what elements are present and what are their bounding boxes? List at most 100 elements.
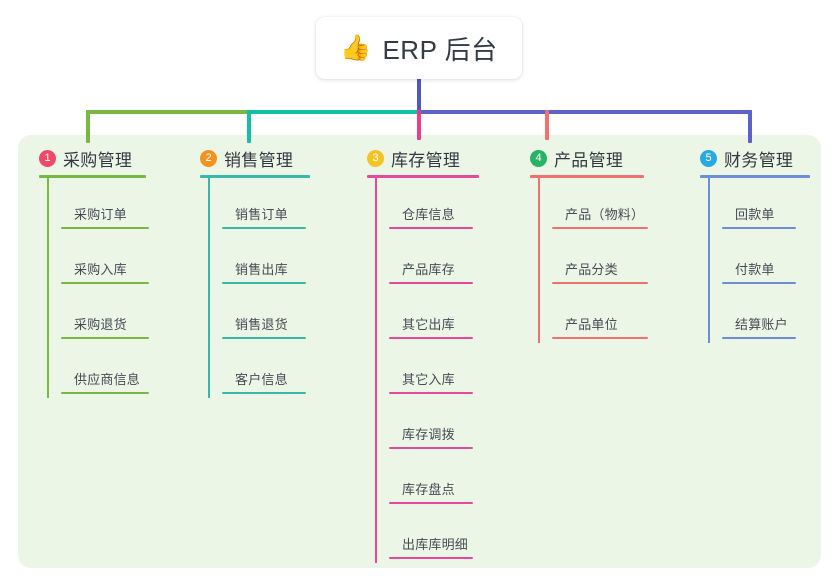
branch-item-label: 产品库存	[402, 262, 455, 277]
branch-item[interactable]: 采购订单	[61, 178, 149, 233]
branch-underline	[367, 175, 479, 178]
branch-trunk-line	[208, 178, 210, 398]
branch-item-underline	[222, 282, 306, 284]
branch-item[interactable]: 库存调拨	[389, 398, 479, 453]
branch-title: 产品管理	[554, 150, 624, 170]
branch-column-5: 5 财务管理回款单付款单结算账户	[700, 145, 810, 343]
branch-item-label: 采购退货	[74, 317, 127, 332]
branch-item-label: 出库库明细	[402, 537, 469, 552]
branch-header-2[interactable]: 2 销售管理	[200, 145, 310, 171]
branch-header-1[interactable]: 1 采购管理	[39, 145, 146, 171]
branch-item-label: 库存盘点	[402, 482, 455, 497]
branch-item-label: 采购入库	[74, 262, 127, 277]
branch-item-underline	[61, 227, 149, 229]
branch-item-label: 产品单位	[565, 317, 618, 332]
branch-item[interactable]: 其它出库	[389, 288, 479, 343]
branch-item-underline	[389, 557, 473, 559]
branch-item[interactable]: 回款单	[722, 178, 810, 233]
branch-item[interactable]: 采购入库	[61, 233, 149, 288]
branch-item-underline	[722, 282, 796, 284]
branch-item-underline	[389, 227, 473, 229]
branch-item-underline	[722, 227, 796, 229]
branch-title: 库存管理	[391, 150, 461, 170]
branch-item-label: 库存调拨	[402, 427, 455, 442]
branch-trunk-line	[708, 178, 710, 343]
branch-item[interactable]: 供应商信息	[61, 343, 149, 398]
branch-item-underline	[552, 337, 648, 339]
branch-item-label: 销售退货	[235, 317, 288, 332]
branch-number-badge: 1	[39, 149, 56, 167]
branch-item[interactable]: 产品单位	[552, 288, 648, 343]
branch-title: 销售管理	[224, 150, 294, 170]
branch-item[interactable]: 其它入库	[389, 343, 479, 398]
branch-item[interactable]: 仓库信息	[389, 178, 479, 233]
branch-item[interactable]: 销售订单	[222, 178, 310, 233]
branch-item-label: 销售出库	[235, 262, 288, 277]
connector-root-stem	[417, 78, 421, 113]
branch-item[interactable]: 库存盘点	[389, 453, 479, 508]
branch-item[interactable]: 出库库明细	[389, 508, 479, 563]
branch-trunk-line	[47, 178, 49, 398]
root-title: ERP 后台	[382, 34, 498, 65]
branch-underline	[700, 175, 810, 178]
branch-number-badge: 5	[700, 149, 717, 167]
branch-underline	[200, 175, 310, 178]
branch-item-underline	[61, 282, 149, 284]
branch-item[interactable]: 销售出库	[222, 233, 310, 288]
branch-item-underline	[552, 227, 648, 229]
content-panel	[18, 135, 821, 568]
branch-item-label: 其它入库	[402, 372, 455, 387]
branch-items: 回款单付款单结算账户	[700, 178, 810, 343]
branch-header-5[interactable]: 5 财务管理	[700, 145, 810, 171]
branch-title: 采购管理	[63, 150, 133, 170]
branch-item-underline	[222, 392, 306, 394]
connector-bar-purple	[417, 110, 752, 114]
connector-drop-5	[748, 110, 752, 143]
branch-item-label: 结算账户	[735, 317, 788, 332]
branch-items: 销售订单销售出库销售退货客户信息	[200, 178, 310, 398]
branch-column-2: 2 销售管理销售订单销售出库销售退货客户信息	[200, 145, 310, 398]
branch-item[interactable]: 客户信息	[222, 343, 310, 398]
branch-trunk-line	[375, 178, 377, 563]
branch-underline	[39, 175, 146, 178]
connector-bar-teal	[247, 110, 419, 114]
branch-item-label: 其它出库	[402, 317, 455, 332]
branch-item[interactable]: 销售退货	[222, 288, 310, 343]
branch-header-4[interactable]: 4 产品管理	[530, 145, 644, 171]
branch-items: 采购订单采购入库采购退货供应商信息	[39, 178, 149, 398]
connector-bar-green	[86, 110, 249, 114]
branch-title: 财务管理	[724, 150, 794, 170]
branch-item[interactable]: 产品分类	[552, 233, 648, 288]
branch-item-label: 产品（物料）	[565, 207, 645, 222]
branch-item-underline	[389, 282, 473, 284]
branch-item-underline	[61, 392, 149, 394]
branch-item-underline	[389, 447, 473, 449]
branch-item[interactable]: 结算账户	[722, 288, 810, 343]
branch-item-underline	[222, 337, 306, 339]
branch-item-label: 付款单	[735, 262, 775, 277]
branch-item-label: 供应商信息	[74, 372, 141, 387]
thumbs-up-icon: 👍	[340, 33, 372, 62]
branch-item-underline	[722, 337, 796, 339]
branch-items: 仓库信息产品库存其它出库其它入库库存调拨库存盘点出库库明细	[367, 178, 479, 563]
branch-item-underline	[222, 227, 306, 229]
branch-number-badge: 3	[367, 149, 384, 167]
connector-drop-3	[417, 110, 421, 140]
branch-number-badge: 4	[530, 149, 547, 167]
branch-item-label: 产品分类	[565, 262, 618, 277]
connector-drop-1	[86, 110, 90, 143]
branch-column-3: 3 库存管理仓库信息产品库存其它出库其它入库库存调拨库存盘点出库库明细	[367, 145, 479, 563]
branch-item[interactable]: 采购退货	[61, 288, 149, 343]
branch-item-underline	[389, 392, 473, 394]
branch-item[interactable]: 付款单	[722, 233, 810, 288]
branch-header-3[interactable]: 3 库存管理	[367, 145, 479, 171]
branch-number-badge: 2	[200, 149, 217, 167]
branch-item[interactable]: 产品（物料）	[552, 178, 648, 233]
connector-drop-2	[247, 110, 251, 143]
branch-item-label: 回款单	[735, 207, 775, 222]
branch-item-label: 仓库信息	[402, 207, 455, 222]
branch-item-label: 采购订单	[74, 207, 127, 222]
branch-item[interactable]: 产品库存	[389, 233, 479, 288]
root-node[interactable]: 👍 ERP 后台	[316, 17, 522, 79]
